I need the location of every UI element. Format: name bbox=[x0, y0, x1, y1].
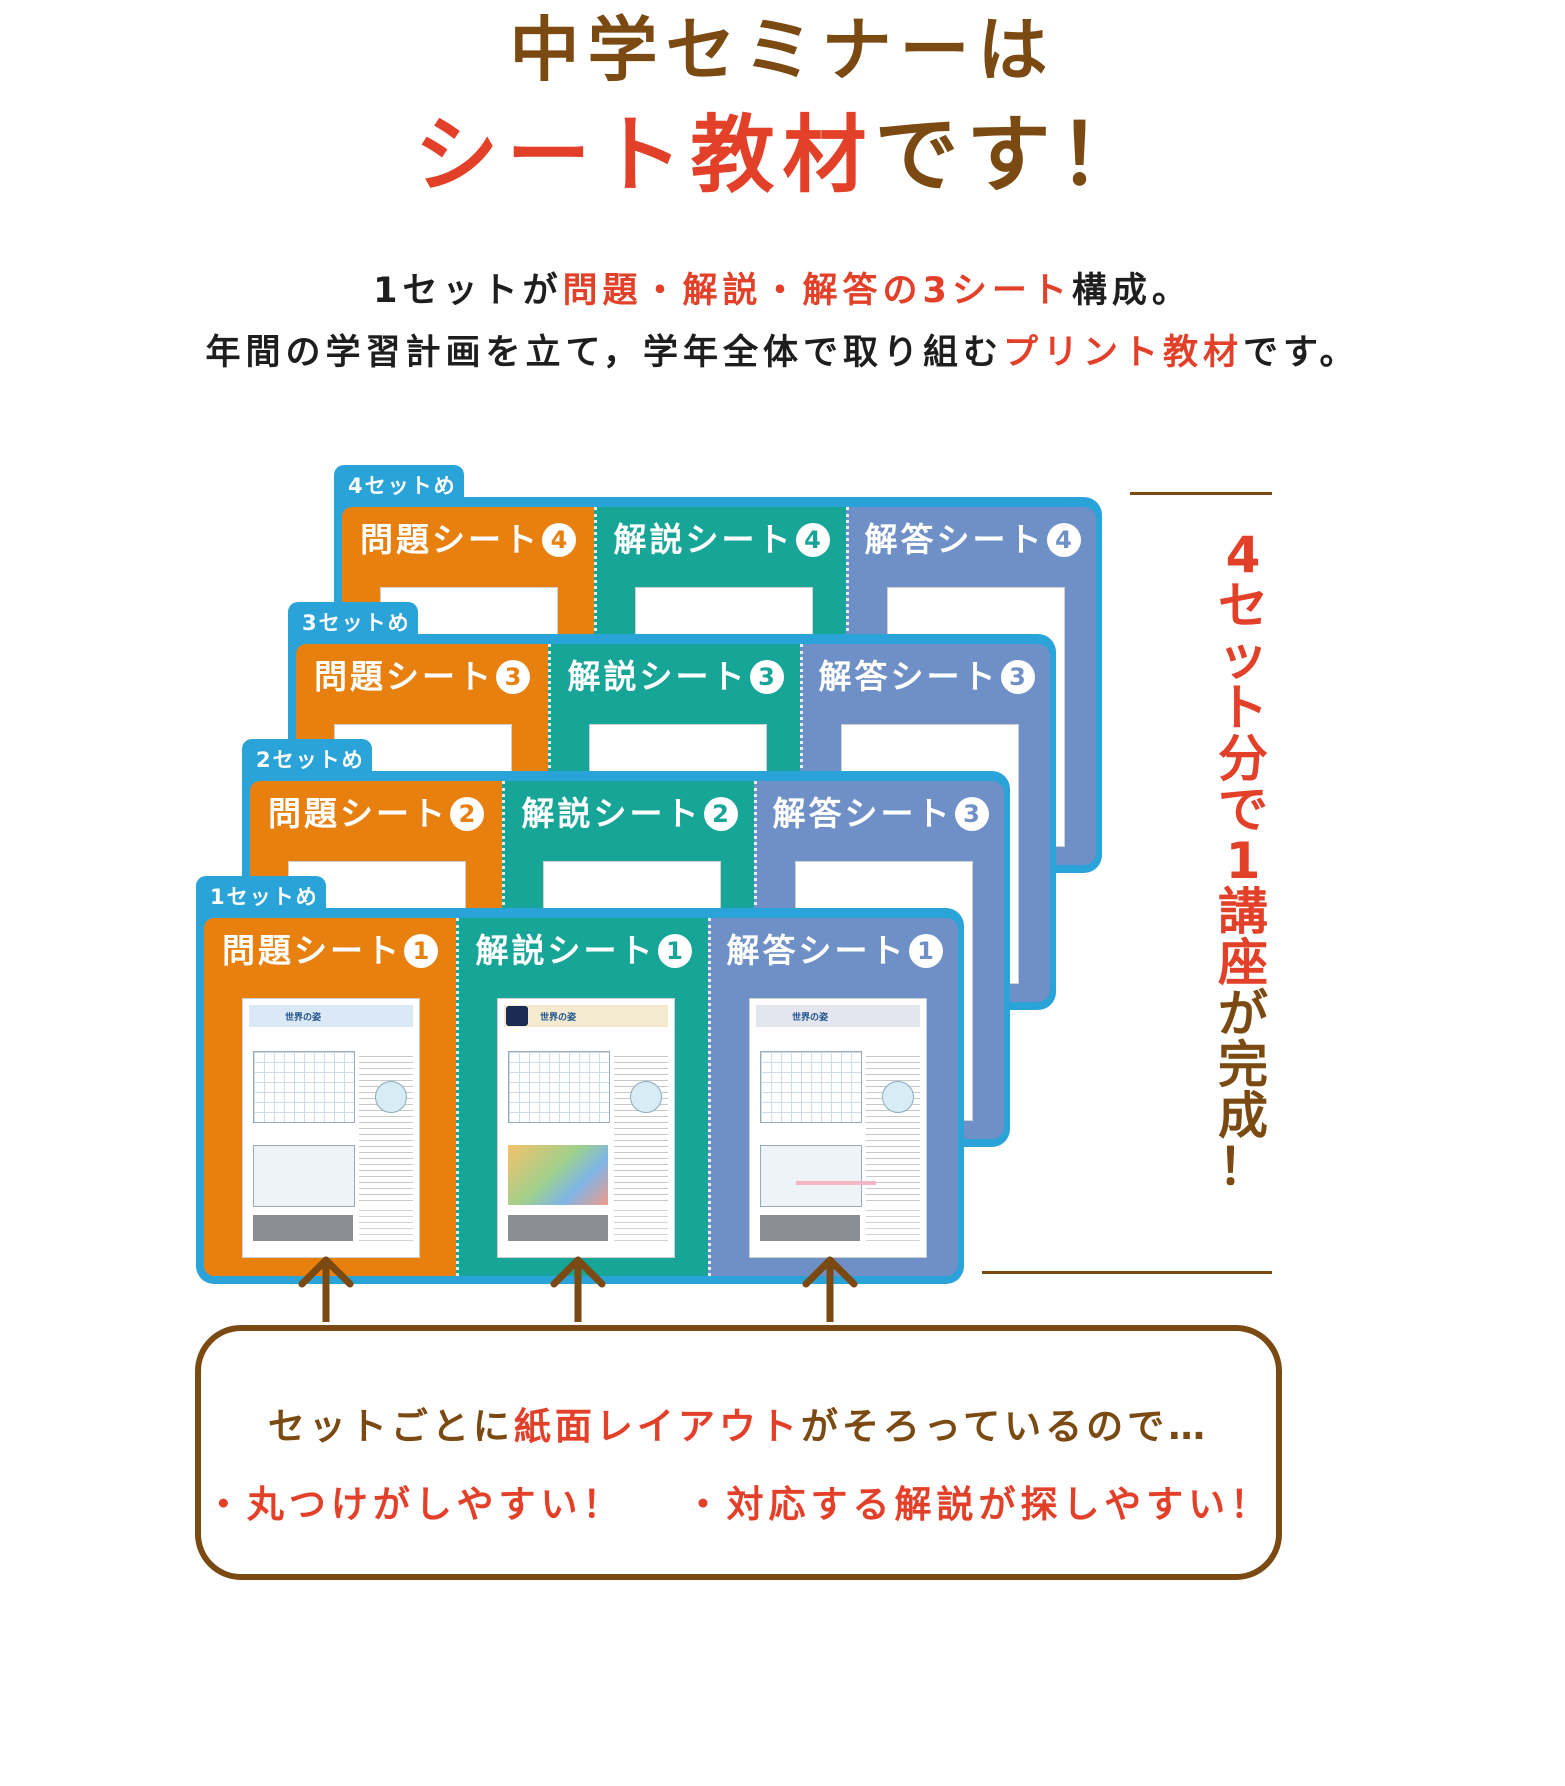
note-text: がそろっているので… bbox=[800, 1405, 1210, 1448]
intro-highlight: プリント教材 bbox=[1003, 333, 1244, 373]
sheet-page: 世界の姿 bbox=[242, 998, 420, 1258]
sheet-title: 世界の姿 bbox=[540, 1013, 577, 1023]
intro-text: です。 bbox=[1243, 333, 1360, 373]
number-badge: 1 bbox=[908, 934, 943, 968]
text-lines bbox=[866, 1051, 920, 1201]
note-highlight: 紙面レイアウト bbox=[513, 1405, 801, 1448]
world-map-thumbnail bbox=[253, 1051, 355, 1123]
text-lines bbox=[614, 1051, 668, 1201]
sheet-header bbox=[249, 1005, 413, 1027]
number-badge: 3 bbox=[496, 660, 530, 694]
kaitou-sheet-thumbnail: 世界の姿 bbox=[756, 1005, 920, 1251]
earth-icon bbox=[506, 1006, 528, 1026]
sheet-page: 世界の姿 bbox=[749, 998, 927, 1258]
up-arrow-icon bbox=[550, 1256, 606, 1322]
intro-line1: 1セットが問題・解説・解答の3シート構成。 bbox=[0, 262, 1565, 313]
number-badge: 3 bbox=[1000, 660, 1035, 694]
divider-line bbox=[1130, 492, 1272, 495]
sheet-header bbox=[756, 1005, 920, 1027]
intro-highlight: 問題・解説・解答の3シート bbox=[562, 271, 1072, 311]
divider-line bbox=[982, 1271, 1272, 1274]
benefit-line1: セットごとに紙面レイアウトがそろっているので… bbox=[201, 1396, 1276, 1450]
number-badge: 1 bbox=[657, 934, 692, 968]
photo-thumbnail bbox=[760, 1215, 860, 1241]
sheet-title: 世界の姿 bbox=[792, 1013, 829, 1023]
intro-text: 構成。 bbox=[1071, 271, 1192, 311]
text-lines bbox=[866, 1205, 920, 1245]
globe-icon bbox=[375, 1081, 407, 1113]
number-badge: 3 bbox=[954, 797, 989, 831]
intro-text: 1セットが bbox=[373, 271, 563, 311]
number-badge: 1 bbox=[404, 934, 438, 968]
number-badge: 3 bbox=[749, 660, 784, 694]
globe-icon bbox=[630, 1081, 662, 1113]
side-caption-brown: が完成！ bbox=[1218, 985, 1268, 1196]
mondai-sheet-thumbnail: 世界の姿 bbox=[249, 1005, 413, 1251]
globe-icon bbox=[882, 1081, 914, 1113]
benefit-bullet: ・対応する解説が探しやすい！ bbox=[684, 1483, 1273, 1526]
text-lines bbox=[359, 1205, 413, 1245]
color-map-thumbnail bbox=[508, 1145, 608, 1205]
number-badge: 2 bbox=[450, 797, 484, 831]
up-arrow-icon bbox=[802, 1256, 858, 1322]
number-badge: 2 bbox=[703, 797, 738, 831]
number-badge: 4 bbox=[542, 523, 576, 557]
benefit-bullets: ・丸つけがしやすい！ ・対応する解説が探しやすい！ bbox=[201, 1474, 1276, 1528]
text-lines bbox=[614, 1205, 668, 1245]
photo-thumbnail bbox=[253, 1215, 353, 1241]
note-text: セットごとに bbox=[267, 1405, 514, 1448]
headline-line2: シート教材です！ bbox=[0, 100, 1565, 210]
intro-text: 年間の学習計画を立て，学年全体で取り組む bbox=[205, 333, 1004, 373]
text-lines bbox=[359, 1051, 413, 1201]
world-map-thumbnail bbox=[760, 1145, 862, 1207]
world-map-thumbnail bbox=[760, 1051, 862, 1123]
headline-rest: です！ bbox=[874, 106, 1151, 204]
answer-highlight bbox=[796, 1181, 876, 1185]
sheet-header bbox=[504, 1005, 668, 1027]
number-badge: 4 bbox=[1046, 523, 1081, 557]
benefit-box: セットごとに紙面レイアウトがそろっているので… ・丸つけがしやすい！ ・対応する解… bbox=[195, 1325, 1282, 1580]
headline-line1: 中学セミナーは bbox=[509, 9, 1056, 91]
benefit-bullet: ・丸つけがしやすい！ bbox=[204, 1483, 625, 1526]
sheet-title: 世界の姿 bbox=[285, 1013, 322, 1023]
intro-line2: 年間の学習計画を立て，学年全体で取り組むプリント教材です。 bbox=[0, 324, 1565, 375]
photo-thumbnail bbox=[508, 1215, 608, 1241]
sheet-page: 世界の姿 bbox=[497, 998, 675, 1258]
up-arrow-icon bbox=[298, 1256, 354, 1322]
kaisetsu-sheet-thumbnail: 世界の姿 bbox=[504, 1005, 668, 1251]
world-map-thumbnail bbox=[253, 1145, 355, 1207]
headline-accent: シート教材 bbox=[414, 106, 875, 204]
number-badge: 4 bbox=[795, 523, 830, 557]
world-map-thumbnail bbox=[508, 1051, 610, 1123]
